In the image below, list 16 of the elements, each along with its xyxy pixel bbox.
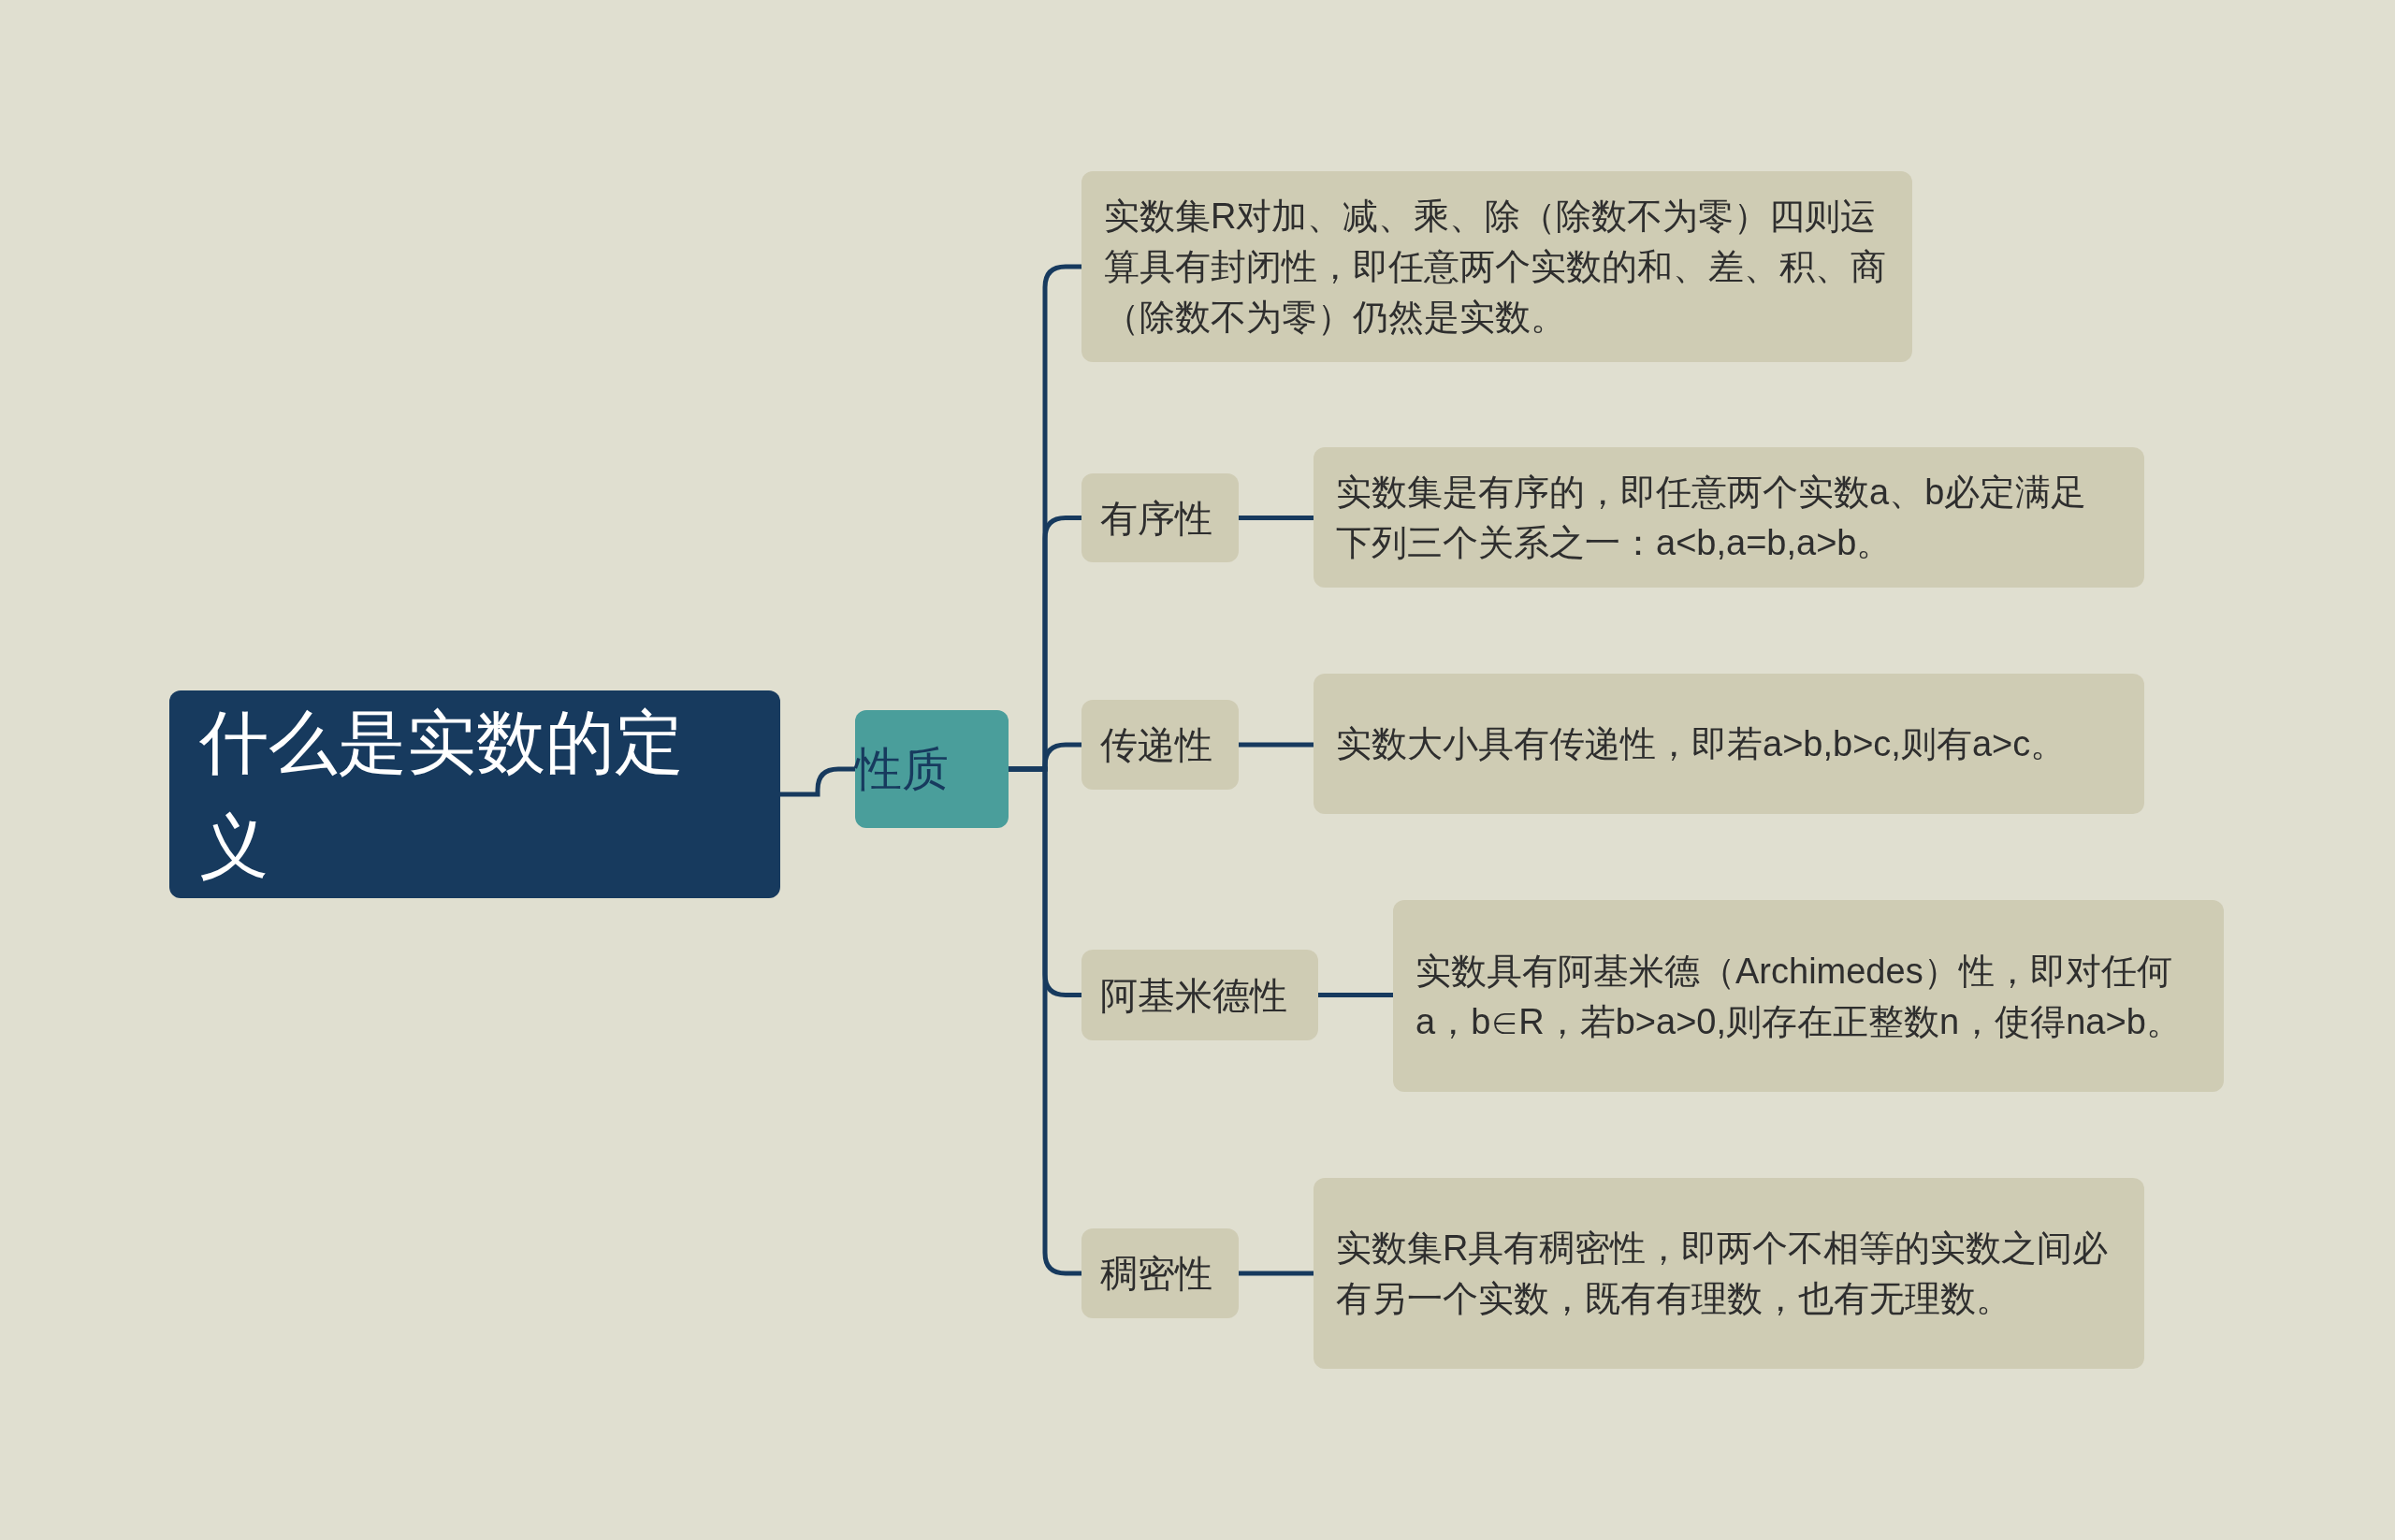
connector-line <box>1239 516 1314 520</box>
connector-line <box>1239 1271 1314 1276</box>
description-box: 实数集是有序的，即任意两个实数a、b必定满足下列三个关系之一：a<b,a=b,a>b。 <box>1314 447 2144 588</box>
subtopic-box: 稠密性 <box>1081 1228 1239 1318</box>
description-box: 实数具有阿基米德（Archimedes）性，即对任何a，b∈R，若b>a>0,则存在正整数n，使得na>b。 <box>1393 900 2224 1092</box>
subtopic-box: 阿基米德性 <box>1081 950 1318 1040</box>
description-box: 实数大小具有传递性，即若a>b,b>c,则有a>c。 <box>1314 674 2144 814</box>
description-box: 实数集R对加、减、乘、除（除数不为零）四则运算具有封闭性，即任意两个实数的和、差、积、商（除数不为零）仍然是实数。 <box>1081 171 1912 362</box>
subtopic-box: 有序性 <box>1081 473 1239 562</box>
connector-line <box>780 766 855 797</box>
connector-line <box>1318 993 1393 997</box>
topic-box: 性质 <box>855 710 1009 828</box>
root-topic-box: 什么是实数的定义 <box>169 690 780 898</box>
description-box: 实数集R具有稠密性，即两个不相等的实数之间必有另一个实数，既有有理数，也有无理数。 <box>1314 1178 2144 1369</box>
subtopic-box: 传递性 <box>1081 700 1239 790</box>
connector-line <box>1239 742 1314 748</box>
